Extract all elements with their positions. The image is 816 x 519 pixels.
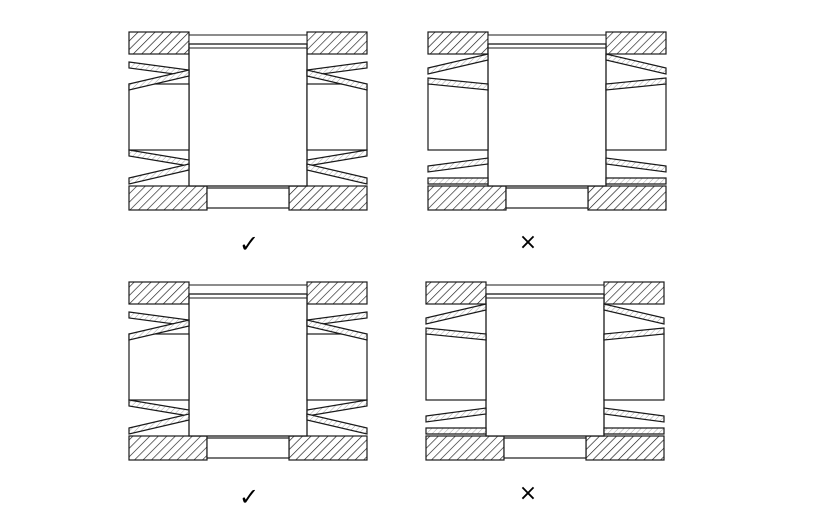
- housing-left: [425, 333, 487, 401]
- raceway: [425, 427, 487, 435]
- raceway: [128, 69, 190, 91]
- raceway: [427, 177, 489, 185]
- top-cover-plate-left: [128, 281, 190, 305]
- raceway: [128, 149, 190, 167]
- raceway: [425, 303, 487, 325]
- arrangement-top-right: [427, 31, 667, 211]
- raceway: [306, 399, 368, 417]
- bottom-gap: [206, 437, 290, 459]
- raceway: [306, 413, 368, 435]
- raceway: [306, 163, 368, 185]
- top-gap: [485, 284, 605, 295]
- raceway: [425, 327, 487, 341]
- top-cover-plate-right: [603, 281, 665, 305]
- incorrect-mark-top-right: ×: [518, 230, 538, 255]
- raceway: [306, 69, 368, 91]
- raceway: [306, 319, 368, 341]
- housing-right: [306, 83, 368, 151]
- bottom-cover-plate-left: [128, 185, 208, 211]
- bottom-cover-plate-right: [587, 185, 667, 211]
- raceway: [603, 407, 665, 423]
- shaft: [188, 43, 308, 187]
- raceway: [603, 303, 665, 325]
- top-cover-plate-right: [306, 31, 368, 55]
- correct-mark-bottom-left: ✓: [238, 483, 260, 511]
- incorrect-mark-bottom-right: ×: [518, 481, 538, 506]
- raceway: [603, 327, 665, 341]
- housing-right: [306, 333, 368, 401]
- raceway: [427, 157, 489, 173]
- shaft: [487, 43, 607, 187]
- correct-mark-top-left: ✓: [238, 230, 260, 258]
- raceway: [605, 177, 667, 185]
- top-cover-plate-left: [427, 31, 489, 55]
- arrangement-top-left: [128, 31, 368, 211]
- housing-left: [427, 83, 489, 151]
- bottom-cover-plate-left: [427, 185, 507, 211]
- shaft: [485, 293, 605, 437]
- housing-right: [603, 333, 665, 401]
- shaft: [188, 293, 308, 437]
- raceway: [605, 53, 667, 75]
- raceway: [605, 157, 667, 173]
- arrangement-bottom-left: [128, 281, 368, 461]
- top-gap: [487, 34, 607, 45]
- raceway: [427, 77, 489, 91]
- top-gap: [188, 284, 308, 295]
- bottom-gap: [206, 187, 290, 209]
- bottom-cover-plate-right: [288, 435, 368, 461]
- bottom-cover-plate-left: [128, 435, 208, 461]
- bottom-cover-plate-left: [425, 435, 505, 461]
- housing-left: [128, 333, 190, 401]
- raceway: [128, 163, 190, 185]
- raceway: [128, 399, 190, 417]
- housing-left: [128, 83, 190, 151]
- raceway: [605, 77, 667, 91]
- raceway: [128, 319, 190, 341]
- bottom-cover-plate-right: [585, 435, 665, 461]
- raceway: [427, 53, 489, 75]
- arrangement-bottom-right: [425, 281, 665, 461]
- raceway: [603, 427, 665, 435]
- raceway: [128, 413, 190, 435]
- raceway: [306, 149, 368, 167]
- top-cover-plate-left: [128, 31, 190, 55]
- bottom-cover-plate-right: [288, 185, 368, 211]
- housing-right: [605, 83, 667, 151]
- raceway: [425, 407, 487, 423]
- top-gap: [188, 34, 308, 45]
- top-cover-plate-right: [306, 281, 368, 305]
- bottom-gap: [503, 437, 587, 459]
- top-cover-plate-left: [425, 281, 487, 305]
- top-cover-plate-right: [605, 31, 667, 55]
- bottom-gap: [505, 187, 589, 209]
